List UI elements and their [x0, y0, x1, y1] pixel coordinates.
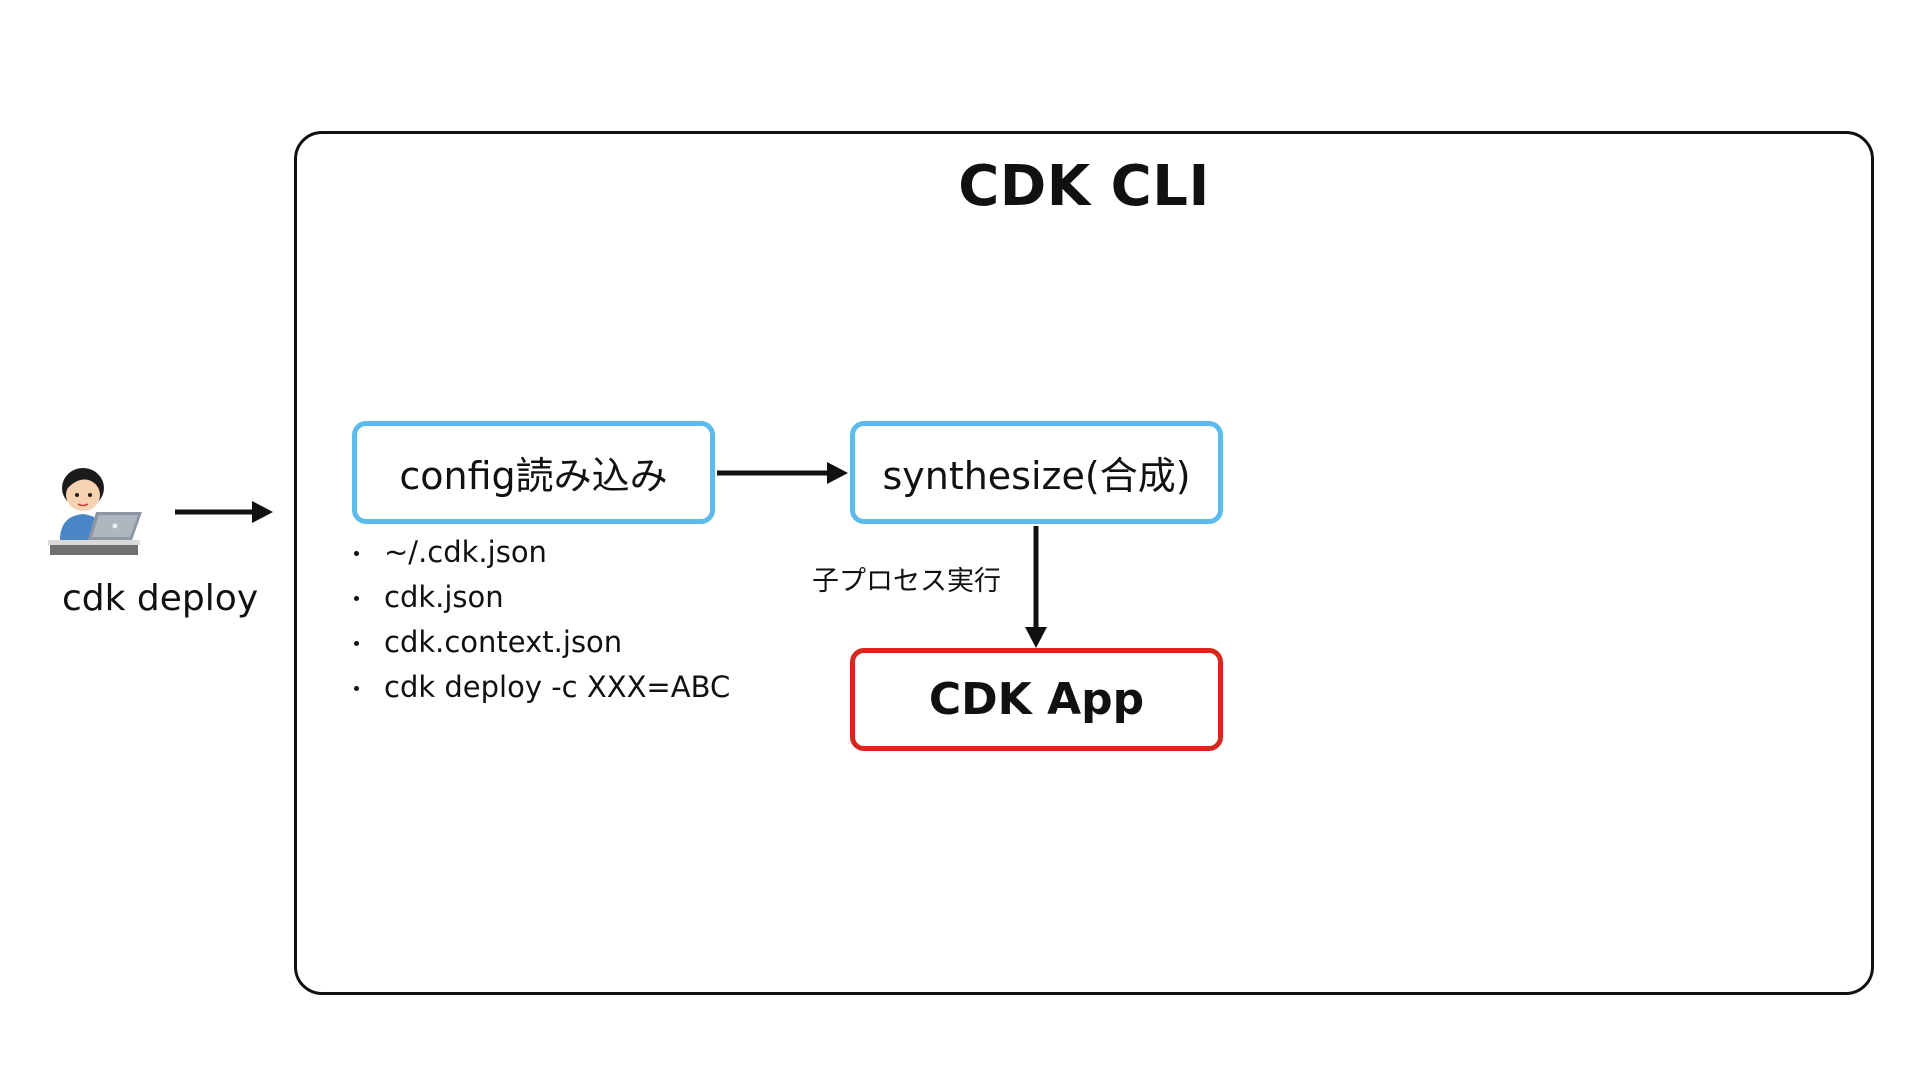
cdk-deploy-label: cdk deploy [62, 578, 259, 619]
cdk-app-node: CDK App [850, 648, 1223, 751]
config-source-item: cdk.json [348, 575, 730, 620]
user-to-cli-arrow [175, 501, 273, 523]
cdk-cli-title: CDK CLI [958, 154, 1210, 219]
config-load-node: config読み込み [352, 421, 715, 524]
person-with-laptop-icon [48, 468, 142, 555]
config-sources-list: ~/.cdk.json cdk.json cdk.context.json cd… [348, 530, 730, 710]
config-source-item: cdk.context.json [348, 620, 730, 665]
synthesize-node: synthesize(合成) [850, 421, 1223, 524]
cdk-cli-frame [294, 131, 1874, 995]
config-source-item: ~/.cdk.json [348, 530, 730, 575]
child-process-label: 子プロセス実行 [812, 566, 1001, 597]
config-source-item: cdk deploy -c XXX=ABC [348, 665, 730, 710]
